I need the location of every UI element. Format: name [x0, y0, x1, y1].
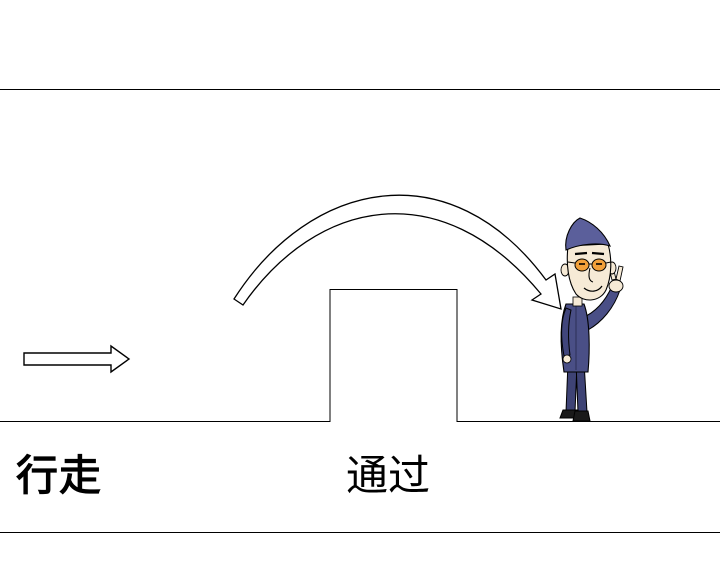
hat	[565, 217, 611, 251]
nose	[588, 267, 594, 283]
hanging-hand	[562, 354, 572, 364]
curved-arrow-icon	[233, 194, 562, 310]
pass-label: 通过	[346, 451, 431, 500]
glasses-icon	[567, 258, 612, 272]
walk-label: 行走	[16, 451, 103, 500]
right-eyebrow	[591, 251, 605, 256]
right-arrow-icon	[23, 344, 131, 374]
neck	[572, 296, 583, 307]
smile	[583, 285, 603, 292]
ground-with-obstacle	[0, 289, 720, 422]
cartoon-man-figure	[559, 217, 624, 422]
right-shoe	[572, 410, 591, 422]
hanging-arm	[561, 307, 572, 357]
left-eyebrow	[574, 251, 588, 256]
